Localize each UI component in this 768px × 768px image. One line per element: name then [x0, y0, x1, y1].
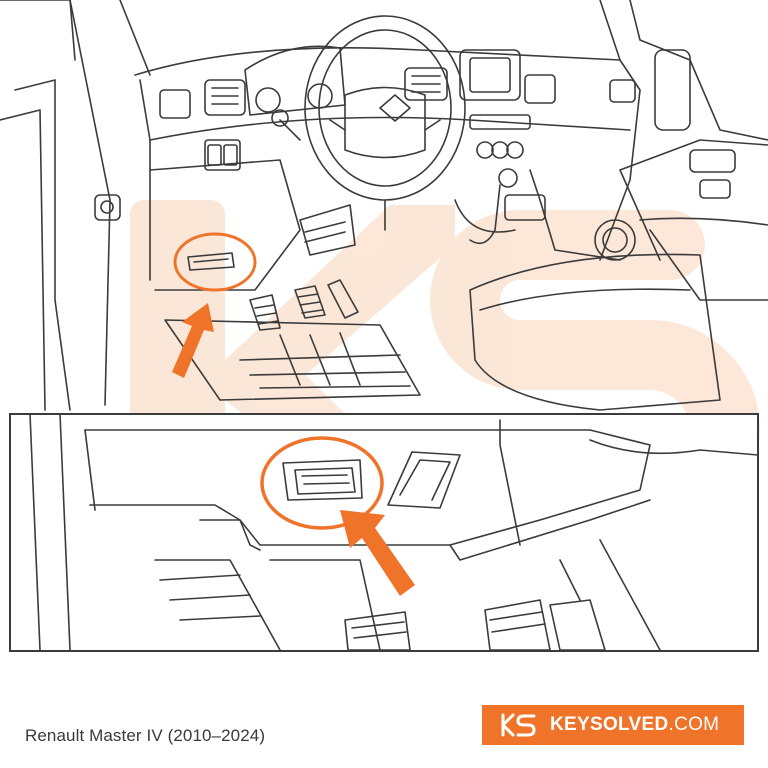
obd-port-highlight-large: [260, 436, 384, 530]
arrow-up-right-icon: [172, 303, 214, 378]
keysolved-ks-logo-icon: [501, 713, 536, 737]
brand-name: KEYSOLVED: [550, 714, 669, 735]
obd-port-highlight-small: [173, 232, 257, 292]
arrow-up-left-icon: [340, 510, 415, 596]
cabin-illustration: [0, 0, 768, 411]
brand-wordmark: KEYSOLVED.COM: [550, 714, 719, 736]
keysolved-badge: KEYSOLVED.COM: [482, 705, 744, 745]
brand-tld: .COM: [668, 714, 720, 735]
detail-inset: [9, 413, 759, 652]
vehicle-caption: Renault Master IV (2010–2024): [25, 726, 266, 745]
